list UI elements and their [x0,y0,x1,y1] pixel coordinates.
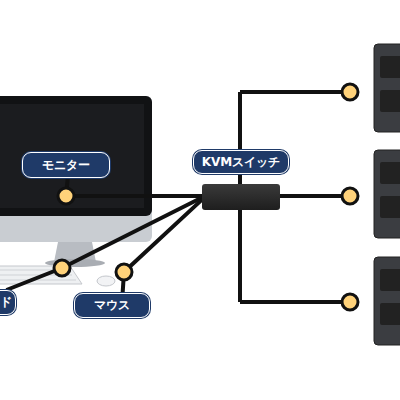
port-dot [54,260,70,276]
port-dots [342,84,358,310]
node-label: ド [0,294,12,311]
switch-heading: KVMスイッチ [193,150,289,174]
server-tower [374,44,400,132]
node-label: モニター [42,157,90,174]
server-tower [374,150,400,238]
port-dot [58,188,74,204]
label-pill: モニター [22,152,110,178]
cable [6,198,202,290]
server-bays [380,56,400,325]
label-pill: マウス [74,293,150,318]
monitor-body [0,96,152,242]
monitor-display [0,104,144,208]
label-pill: ド [0,290,16,315]
mouse [97,276,115,286]
monitor-screen [0,96,152,216]
cable [123,200,202,293]
kvm-switch: KVMスイッチ [202,184,280,210]
servers [374,44,400,345]
node-label: マウス [94,297,130,314]
cable [66,178,202,196]
port-dot [116,264,132,280]
server-tower [374,257,400,345]
